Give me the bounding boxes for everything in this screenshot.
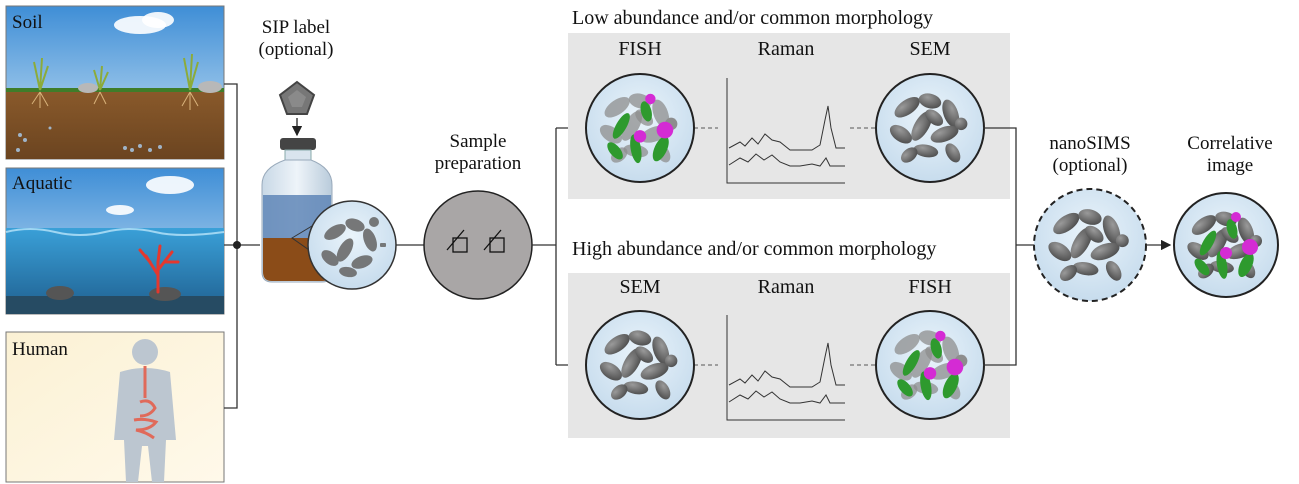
top-step-2: Raman bbox=[757, 38, 815, 60]
soil-panel bbox=[5, 5, 225, 160]
bottom-step-1: SEM bbox=[619, 276, 661, 298]
nanosims-line1: nanoSIMS bbox=[1049, 133, 1131, 154]
sample-prep-line2: preparation bbox=[434, 152, 522, 174]
bottle-zoom-circle bbox=[307, 200, 397, 290]
bottom-step-3: FISH bbox=[908, 276, 952, 298]
dashed-links bbox=[694, 127, 875, 366]
raman-spectrum-top bbox=[726, 78, 845, 184]
top-fish-circle bbox=[585, 73, 695, 183]
bottom-step-2: Raman bbox=[757, 276, 815, 298]
correlative-line1: Correlative bbox=[1187, 133, 1273, 154]
bottom-sem-circle bbox=[585, 310, 695, 420]
sample-prep-line1: Sample bbox=[449, 131, 507, 152]
human-panel bbox=[5, 331, 225, 483]
human-label: Human bbox=[12, 339, 68, 360]
soil-label: Soil bbox=[12, 12, 43, 33]
top-panel-title: Low abundance and/or common morphology bbox=[572, 7, 934, 29]
merge-connector bbox=[983, 127, 1172, 366]
nanosims-circle bbox=[1033, 188, 1147, 302]
env-connector bbox=[224, 83, 260, 409]
top-step-3: SEM bbox=[909, 38, 951, 60]
aquatic-panel bbox=[5, 167, 225, 315]
bottom-panel-title: High abundance and/or common morphology bbox=[572, 238, 937, 260]
junction-dot bbox=[233, 241, 241, 249]
aquatic-label: Aquatic bbox=[12, 173, 73, 194]
correlative-label: Correlative image bbox=[1170, 133, 1290, 177]
correlative-line2: image bbox=[1206, 154, 1254, 176]
raman-spectrum-bottom bbox=[726, 315, 845, 421]
top-step-1: FISH bbox=[618, 38, 662, 60]
sample-preparation-circle bbox=[423, 190, 533, 300]
correlative-circle bbox=[1173, 192, 1279, 298]
nanosims-line2: (optional) bbox=[1052, 154, 1128, 176]
sip-label-line2: (optional) bbox=[258, 38, 334, 60]
bottom-fish-circle bbox=[875, 310, 985, 420]
sample-prep-label: Sample preparation bbox=[418, 131, 538, 175]
sip-label: SIP label (optional) bbox=[246, 17, 346, 61]
nanosims-label: nanoSIMS (optional) bbox=[1030, 133, 1150, 177]
top-sem-circle bbox=[875, 73, 985, 183]
sip-label-line1: SIP label bbox=[261, 17, 331, 38]
